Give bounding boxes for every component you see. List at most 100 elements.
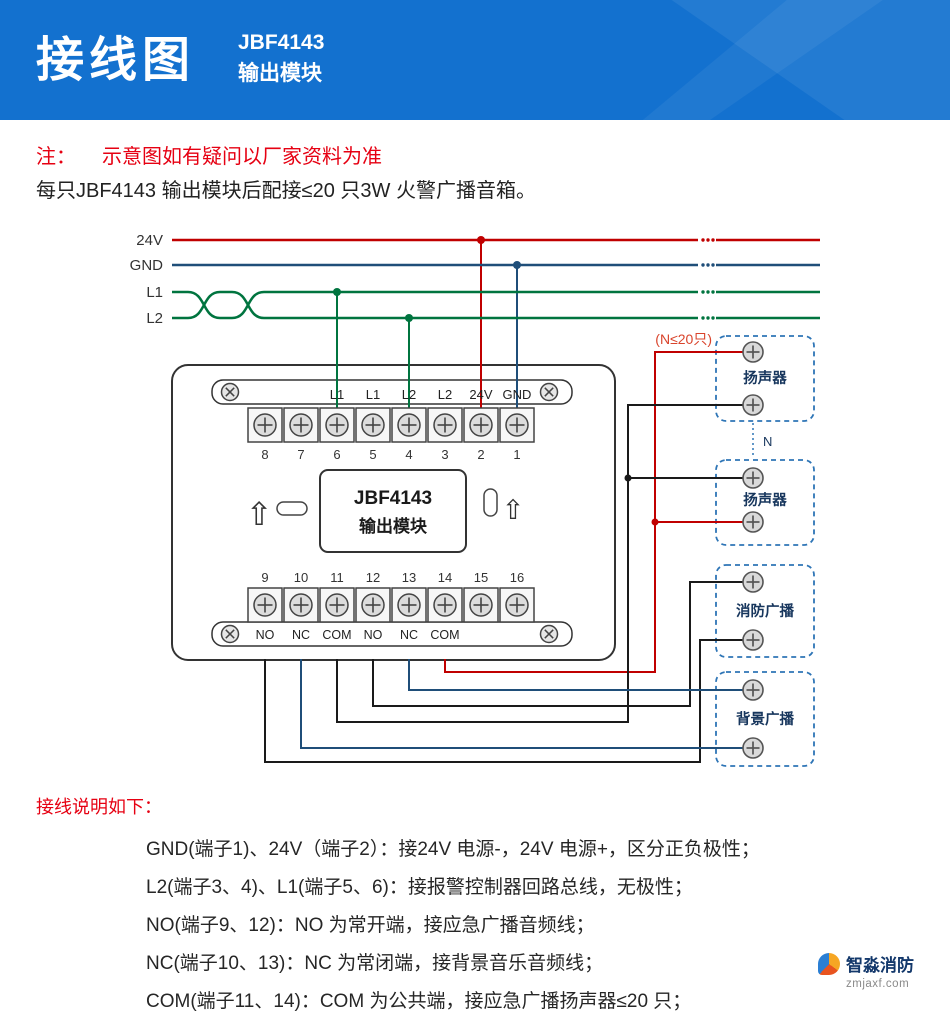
bottom-terminal-numbers: 9 10 11 12 13 14 15 16 [261, 570, 524, 585]
speaker-negative-wire [336, 404, 753, 723]
terminal-number: 13 [402, 570, 416, 585]
bus-loop-lines [172, 288, 820, 425]
terminal-label: COM [322, 628, 351, 642]
brand-text: 智淼消防 zmjaxf.com [846, 951, 914, 990]
terminal-number: 16 [510, 570, 524, 585]
bus-label-l1: L1 [146, 284, 163, 301]
device-screw-icon [742, 467, 764, 489]
note-label: 注： [36, 146, 76, 168]
top-terminal-numbers: 8 7 6 5 4 3 2 1 [261, 447, 520, 462]
bus-l2 [172, 290, 820, 320]
terminal-label: L1 [366, 387, 380, 402]
terminal-15 [463, 587, 499, 623]
terminal-number: 3 [441, 447, 448, 462]
terminal-number: 15 [474, 570, 488, 585]
top-terminal-labels: L1 L1 L2 L2 24V GND [330, 387, 532, 402]
terminal-1 [499, 407, 535, 443]
terminal-6 [319, 407, 355, 443]
model-number: JBF4143 [238, 31, 325, 54]
n-label: N [763, 434, 772, 449]
header-banner: 接线图 JBF4143 输出模块 [0, 0, 950, 120]
switch-slot [483, 488, 498, 517]
terminal-11 [319, 587, 355, 623]
terminal-7 [283, 407, 319, 443]
module-name: JBF4143 [354, 488, 432, 509]
instruction-line-3: NO(端子9、12)：NO 为常开端，接应急广播音频线； [146, 915, 595, 936]
module-type: 输出模块 [359, 516, 428, 536]
terminal-number: 10 [294, 570, 308, 585]
terminal-label: L2 [402, 387, 416, 402]
bus-label-gnd: GND [130, 257, 164, 274]
device-screw-icon [742, 511, 764, 533]
device-screws [742, 341, 764, 759]
device-screw-icon [742, 737, 764, 759]
device-labels: 扬声器 扬声器 消防广播 背景广播 [736, 369, 794, 728]
brand-name: 智淼消防 [846, 956, 914, 975]
device-label-background-broadcast: 背景广播 [736, 710, 794, 728]
terminal-number: 11 [330, 570, 344, 585]
bottom-terminal-labels: NO NC COM NO NC COM [256, 628, 460, 642]
instruction-line-1: GND(端子1)、24V（端子2）：接24V 电源-，24V 电源+，区分正负极… [146, 839, 760, 860]
terminal-label: GND [503, 387, 532, 402]
bus-labels: 24V GND L1 L2 [130, 232, 164, 327]
instruction-line-5: COM(端子11、14)：COM 为公共端，接应急广播扬声器≤20 只； [146, 991, 692, 1012]
bus-label-l2: L2 [146, 310, 163, 327]
terminal-14 [427, 587, 463, 623]
page-title: 接线图 [36, 34, 196, 87]
module-name-labels: JBF4143 输出模块 [354, 488, 432, 536]
corner-screw-icon [220, 624, 240, 644]
device-screw-icon [742, 679, 764, 701]
corner-screw-icon [539, 382, 559, 402]
terminal-number: 9 [261, 570, 268, 585]
up-arrow-icon: ⇧ [502, 495, 525, 525]
speaker-box-2 [715, 459, 815, 546]
brand-footer: 智淼消防 zmjaxf.com [818, 951, 914, 990]
brand-logo-icon [818, 953, 840, 975]
terminal-number: 4 [405, 447, 412, 462]
terminal-label: NC [400, 628, 418, 642]
module-type-label: 输出模块 [238, 62, 322, 86]
terminal-label: NC [292, 628, 310, 642]
terminal-2 [463, 407, 499, 443]
terminal-label: NO [256, 628, 275, 642]
terminal-9 [247, 587, 283, 623]
warning-note: 注：示意图如有疑问以厂家资料为准 [36, 140, 382, 169]
terminal-label: L1 [330, 387, 344, 402]
device-screw-icon [742, 571, 764, 593]
description-text: 每只JBF4143 输出模块后配接≤20 只3W 火警广播音箱。 [36, 180, 536, 202]
terminal-label: NO [364, 628, 383, 642]
module-label-box [319, 469, 467, 553]
terminal-4 [391, 407, 427, 443]
bus-label-24v: 24V [136, 232, 163, 249]
fire-broadcast-wires [264, 581, 753, 763]
terminal-label: L2 [438, 387, 452, 402]
device-screw-icon [742, 341, 764, 363]
terminal-12 [355, 587, 391, 623]
terminal-number: 2 [477, 447, 484, 462]
bus-l1 [172, 290, 820, 320]
terminal-16 [499, 587, 535, 623]
device-label-speaker-1: 扬声器 [743, 369, 787, 387]
up-arrow-icon: ⇧ [246, 496, 273, 532]
header-subtitle: JBF4143 输出模块 [238, 30, 324, 88]
terminal-number: 12 [366, 570, 380, 585]
speaker-limit-note: (N≤20只) [655, 331, 712, 347]
device-label-fire-broadcast: 消防广播 [736, 602, 794, 620]
terminal-number: 5 [369, 447, 376, 462]
terminal-number: 7 [297, 447, 304, 462]
terminal-number: 1 [513, 447, 520, 462]
instruction-line-4: NC(端子10、13)：NC 为常闭端，接背景音乐音频线； [146, 953, 604, 974]
terminal-number: 14 [438, 570, 452, 585]
bus-24v [172, 236, 820, 425]
terminal-10 [283, 587, 319, 623]
terminal-number: 8 [261, 447, 268, 462]
terminal-number: 6 [333, 447, 340, 462]
instruction-line-2: L2(端子3、4)、L1(端子5、6)：接报警控制器回路总线，无极性； [146, 877, 693, 898]
led-window [276, 501, 308, 516]
terminal-8 [247, 407, 283, 443]
background-broadcast-box [715, 671, 815, 767]
corner-screw-icon [220, 382, 240, 402]
device-screw-icon [742, 394, 764, 416]
terminal-13 [391, 587, 427, 623]
